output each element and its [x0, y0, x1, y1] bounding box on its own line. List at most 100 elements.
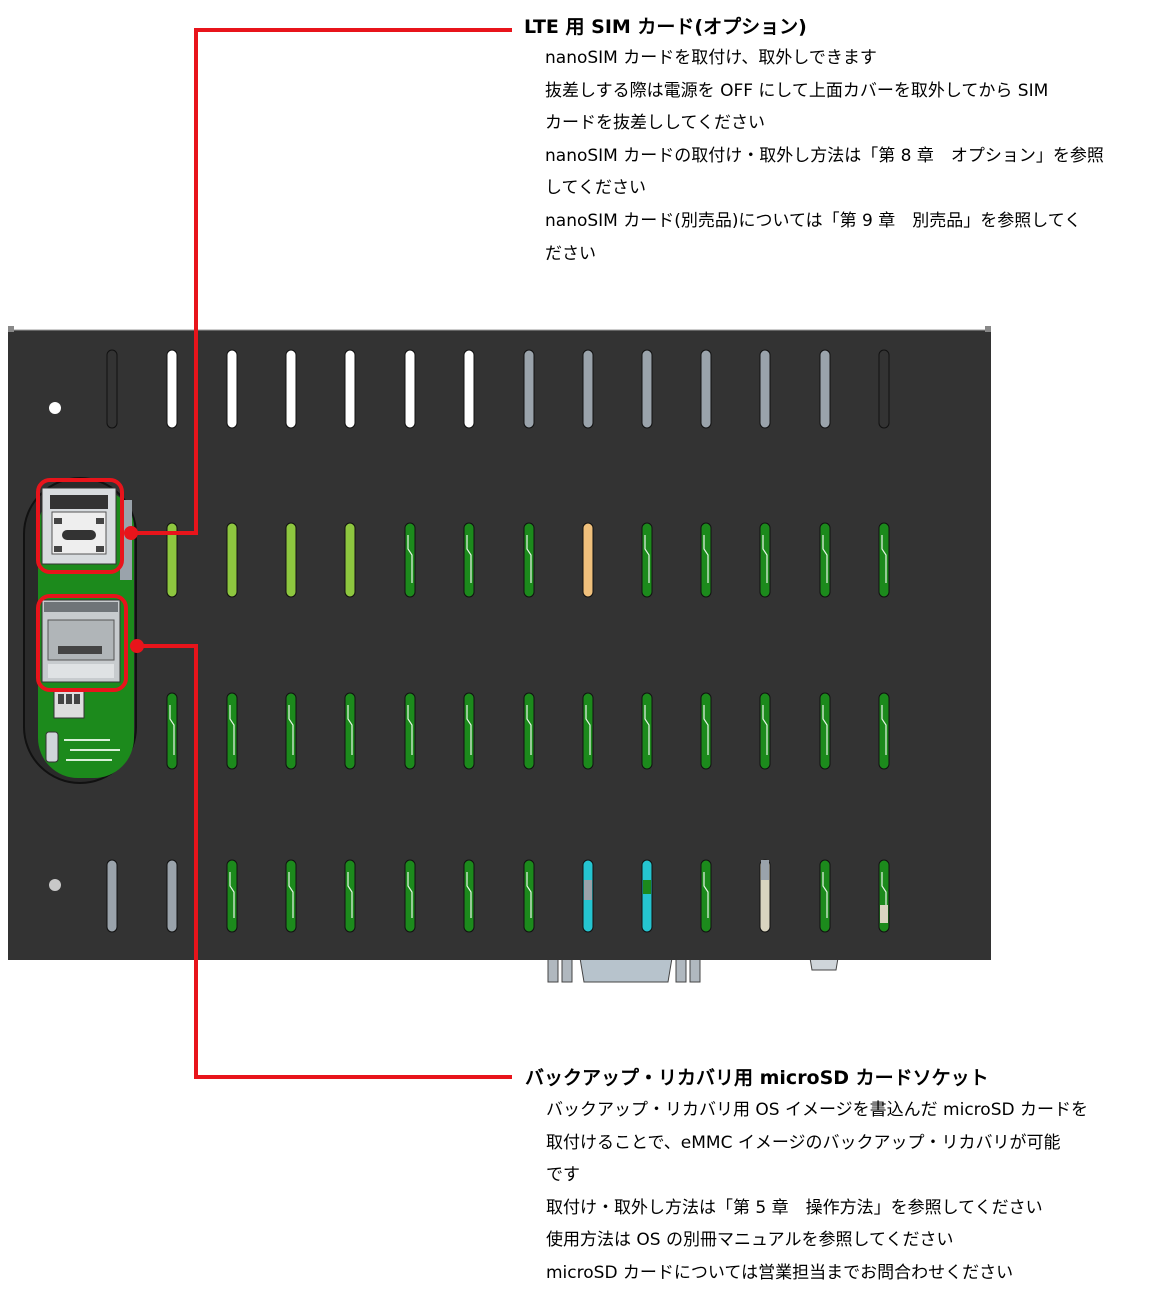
pcb-trace — [762, 535, 768, 583]
text-line: してください — [545, 178, 646, 199]
vent-slot — [285, 349, 297, 429]
pcb-trace — [526, 872, 532, 918]
pcb-trace — [703, 705, 709, 755]
vent-slot — [759, 522, 771, 598]
vent-slot — [285, 859, 297, 933]
text-line: 抜差しする際は電源を OFF にして上面カバーを取外してから SIM — [545, 80, 1049, 101]
vent-slot — [285, 522, 297, 598]
pcb-trace — [881, 705, 887, 755]
vent-slot — [344, 349, 356, 429]
pcb-trace — [466, 535, 472, 583]
vent-slot — [700, 349, 712, 429]
pcb-trace — [822, 535, 828, 583]
vent-slot — [700, 859, 712, 933]
text-line: バックアップ・リカバリ用 OS イメージを書込んだ microSD カードを — [546, 1100, 1088, 1120]
vent-slot — [878, 349, 890, 429]
microsd-callout-text: バックアップ・リカバリ用 OS イメージを書込んだ microSD カードを 取… — [546, 1094, 1088, 1290]
vent-slot — [819, 859, 831, 933]
vent-slot — [226, 349, 238, 429]
vent-slot — [166, 522, 178, 598]
vent-slot — [404, 349, 416, 429]
pcb-trace — [644, 535, 650, 583]
pcb-trace — [644, 705, 650, 755]
sim-socket-icon — [41, 487, 117, 565]
rear-connectors — [547, 957, 839, 983]
vent-slot — [344, 692, 356, 770]
pcb-trace — [762, 705, 768, 755]
pcb-trace — [881, 535, 887, 583]
microsd-callout-title: バックアップ・リカバリ用 microSD カードソケット — [525, 1067, 989, 1089]
vent-slot — [878, 692, 890, 770]
vent-slot — [166, 692, 178, 770]
microsd-highlight — [36, 594, 128, 692]
vent-slot — [226, 859, 238, 933]
pcb-trace — [229, 705, 235, 755]
screw-hole — [49, 402, 61, 414]
pcb-trace — [526, 535, 532, 583]
vent-slots — [106, 349, 890, 933]
vent-slot — [166, 859, 178, 933]
pcb-trace — [229, 872, 235, 918]
text-line: です — [546, 1165, 580, 1186]
vent-slot — [582, 692, 594, 770]
pcb-trace — [466, 705, 472, 755]
screw-hole — [49, 879, 61, 891]
text-line: カードを抜差ししてください — [545, 113, 765, 134]
vent-slot — [641, 692, 653, 770]
leader-line-microsd — [130, 639, 512, 1079]
vent-slot — [285, 692, 297, 770]
pcb-trace — [288, 705, 294, 755]
vent-slot-detail — [880, 905, 888, 923]
text-line: nanoSIM カードの取付け・取外し方法は「第 8 章 オプション」を参照 — [545, 145, 1104, 166]
vent-slot — [463, 692, 475, 770]
pcb-trace — [288, 872, 294, 918]
pcb-trace — [822, 705, 828, 755]
vent-slot — [759, 692, 771, 770]
pcb-trace — [703, 872, 709, 918]
vent-slot — [878, 522, 890, 598]
pcb-trace — [407, 872, 413, 918]
vent-slot-detail — [584, 880, 592, 900]
vent-slot — [641, 522, 653, 598]
pcb-trace — [407, 705, 413, 755]
leader-line-sim — [124, 28, 512, 540]
vent-slot — [463, 349, 475, 429]
vent-slot — [641, 349, 653, 429]
vent-slot-detail — [643, 880, 651, 894]
vent-slot — [404, 692, 416, 770]
vent-slot — [404, 522, 416, 598]
pcb-trace — [466, 872, 472, 918]
pcb-trace — [169, 705, 175, 755]
vent-slot — [226, 522, 238, 598]
vent-slot — [523, 522, 535, 598]
text-line: nanoSIM カードを取付け、取外しできます — [545, 48, 877, 68]
vent-slot — [523, 692, 535, 770]
vent-slot — [106, 859, 118, 933]
vent-slot — [759, 349, 771, 429]
pcb-trace — [585, 705, 591, 755]
sim-highlight — [36, 478, 124, 574]
vent-slot — [344, 522, 356, 598]
vent-slot — [463, 522, 475, 598]
pcb-trace — [526, 705, 532, 755]
text-line: 使用方法は OS の別冊マニュアルを参照してください — [546, 1230, 954, 1251]
vent-slot — [582, 349, 594, 429]
pcb-trace — [822, 872, 828, 918]
microsd-socket-icon — [41, 599, 121, 683]
sim-callout-title: LTE 用 SIM カード(オプション) — [524, 16, 807, 38]
vent-slot — [819, 349, 831, 429]
vent-slot — [226, 692, 238, 770]
vent-slot-detail — [761, 860, 769, 880]
vent-slot — [463, 859, 475, 933]
pcb-trace — [703, 535, 709, 583]
vent-slot — [819, 692, 831, 770]
vent-slot — [166, 349, 178, 429]
vent-slot — [106, 349, 118, 429]
text-line: ださい — [545, 243, 596, 264]
text-line: 取付けることで、eMMC イメージのバックアップ・リカバリが可能 — [546, 1132, 1061, 1153]
pcb-trace — [407, 535, 413, 583]
vent-slot — [344, 859, 356, 933]
text-line: 取付け・取外し方法は「第 5 章 操作方法」を参照してください — [546, 1197, 1043, 1218]
vent-slot — [523, 859, 535, 933]
